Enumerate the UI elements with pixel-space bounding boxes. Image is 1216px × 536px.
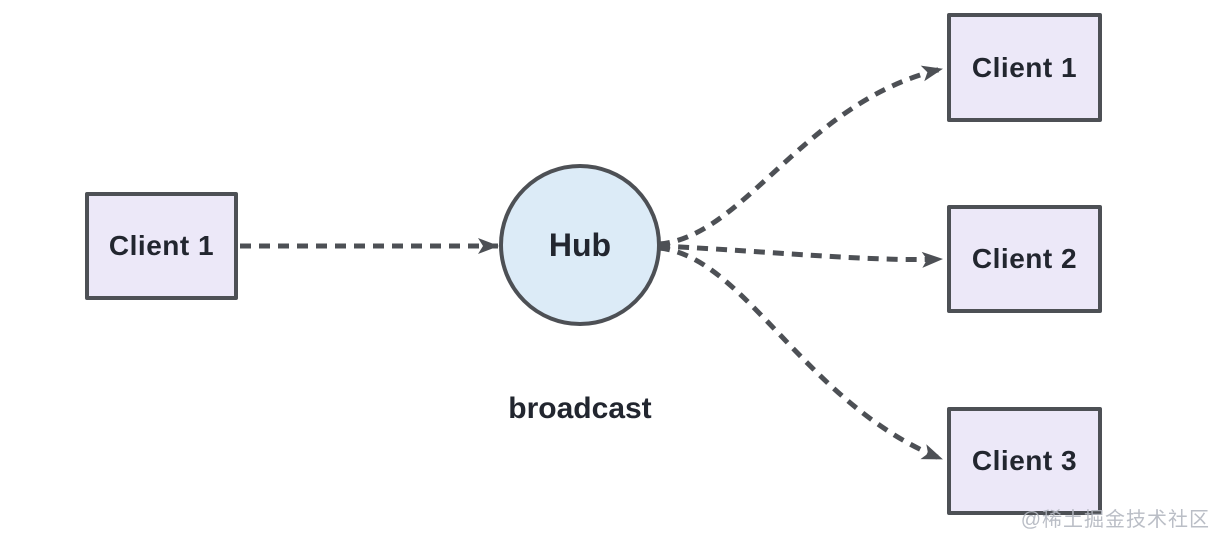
edge-hub-to-receiver1 — [658, 65, 943, 247]
node-receiver-client-1: Client 1 — [947, 13, 1102, 122]
node-receiver-client-3: Client 3 — [947, 407, 1102, 515]
watermark-text: @稀土掘金技术社区 — [1020, 509, 1210, 531]
edge-hub-to-receiver3 — [658, 245, 943, 462]
node-receiver2-label: Client 2 — [971, 243, 1078, 274]
broadcast-edge-label: broadcast — [508, 392, 652, 425]
node-receiver-client-2: Client 2 — [947, 205, 1102, 313]
edge-hub-to-receiver2 — [658, 243, 943, 268]
node-receiver3-label: Client 3 — [971, 445, 1078, 476]
node-hub: Hub — [499, 164, 661, 326]
node-receiver1-label: Client 1 — [971, 51, 1078, 83]
node-sender-client-1: Client 1 — [85, 192, 238, 300]
node-sender-label: Client 1 — [108, 230, 215, 261]
node-hub-label: Hub — [548, 226, 612, 263]
